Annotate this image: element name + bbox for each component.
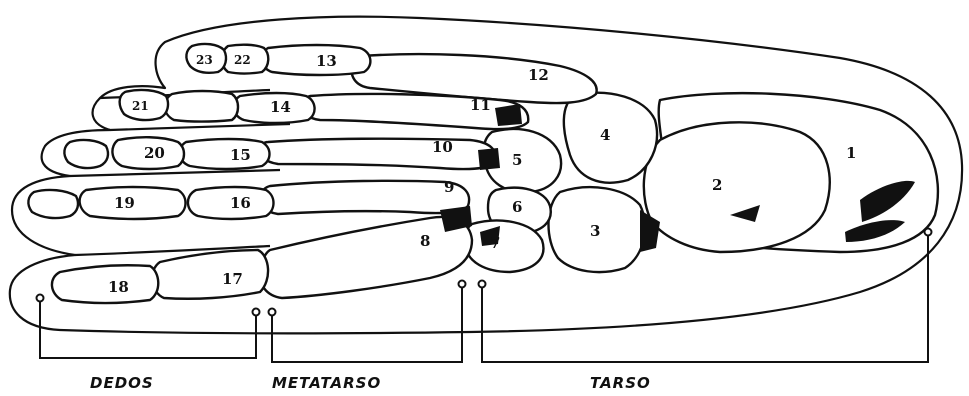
phalanx-20-tip (64, 140, 108, 168)
metatarsal-11 (302, 94, 529, 129)
bone-label-21: 21 (132, 99, 149, 113)
tarsal-bones (464, 93, 938, 272)
bone-label-3: 3 (590, 222, 600, 240)
dedos-label: DEDOS (90, 374, 154, 392)
region-labels: DEDOS METATARSO TARSO (90, 374, 651, 392)
phalanx-17 (152, 250, 268, 299)
phalanx-15 (180, 139, 270, 169)
bone-label-2: 2 (712, 176, 722, 194)
talus-bone (644, 122, 830, 252)
tarso-label: TARSO (590, 374, 651, 392)
bone-label-5: 5 (512, 151, 522, 169)
metatarso-label: METATARSO (272, 374, 381, 392)
bone-label-1: 1 (846, 144, 856, 162)
bone-label-6: 6 (512, 198, 522, 216)
dedos-bracket (40, 298, 256, 358)
bone-label-13: 13 (316, 52, 337, 70)
bone-label-15: 15 (230, 146, 251, 164)
bone-label-9: 9 (444, 178, 454, 196)
phalanx-18 (52, 265, 158, 303)
bone-label-14: 14 (270, 98, 291, 116)
bone-label-4: 4 (600, 126, 610, 144)
bone-label-12: 12 (528, 66, 549, 84)
bone-label-7: 7 (490, 234, 500, 252)
metatarsal-9 (260, 181, 469, 214)
bone-label-17: 17 (222, 270, 243, 288)
bone-label-20: 20 (144, 144, 165, 162)
phalanx-20-toe2 (28, 190, 78, 218)
cuneiform-medial-bone (464, 221, 543, 272)
bone-label-18: 18 (108, 278, 129, 296)
bone-label-10: 10 (432, 138, 453, 156)
bone-label-16: 16 (230, 194, 251, 212)
bone-label-11: 11 (470, 96, 491, 114)
bone-label-19: 19 (114, 194, 135, 212)
bone-label-23: 23 (196, 53, 213, 67)
bone-label-22: 22 (234, 53, 251, 67)
bone-label-8: 8 (420, 232, 430, 250)
metatarsal-10 (260, 139, 497, 169)
metatarsal-8 (260, 217, 472, 298)
phalanx-20-b (165, 91, 238, 122)
